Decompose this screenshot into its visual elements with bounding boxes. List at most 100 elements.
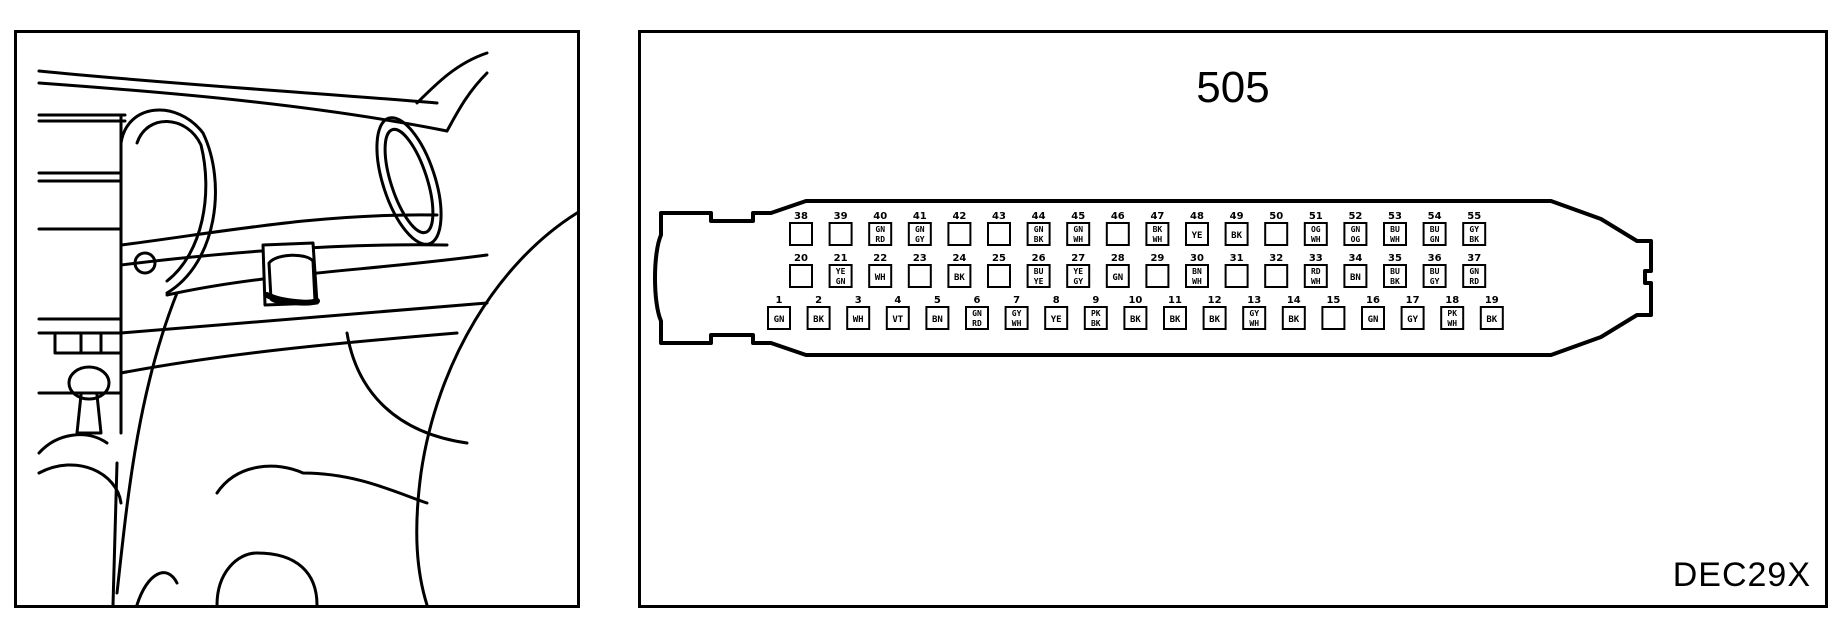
pin-cavity [1066, 222, 1091, 246]
pin-cavity [1383, 264, 1407, 288]
pin-cavity [846, 306, 871, 330]
wire-color-label: WH [875, 273, 886, 283]
pin-cavity [1145, 222, 1170, 246]
wire-color-label: PK [1091, 309, 1101, 318]
pin-number-label: 27 [1071, 253, 1085, 264]
pin-cavity [987, 264, 1011, 288]
pin-number-label: 47 [1150, 211, 1164, 222]
wire-color-label: GN [1351, 225, 1361, 234]
pin-number-label: 49 [1230, 211, 1244, 222]
steering-column [345, 331, 469, 445]
pin-31: 31 [1224, 253, 1249, 288]
wire-color-label: BN [1192, 267, 1202, 276]
pin-cavity [789, 222, 813, 246]
pin-5: 5BN [925, 295, 950, 330]
pin-number-label: 10 [1128, 295, 1142, 306]
pin-8: 8YE [1044, 295, 1069, 330]
pin-number-label: 15 [1326, 295, 1340, 306]
wire-color-label: GN [836, 277, 846, 286]
wire-color-label: BK [1390, 277, 1400, 286]
wire-color-label: GY [1407, 315, 1418, 325]
pin-number-label: 19 [1485, 295, 1499, 306]
pin-number-label: 18 [1445, 295, 1459, 306]
pin-cavity [1343, 264, 1368, 288]
pin-cavity [1422, 222, 1447, 246]
pin-number-label: 26 [1032, 253, 1046, 264]
pin-number-label: 23 [913, 253, 927, 264]
wire-color-label: BN [932, 315, 943, 325]
connector-housing-outline [653, 199, 1653, 357]
pin-cavity [1242, 306, 1267, 330]
steering-wheel-rim [415, 211, 577, 605]
pin-46: 46 [1105, 211, 1130, 246]
wire-color-label: BK [1091, 319, 1101, 328]
pin-number-label: 4 [894, 295, 901, 306]
wire-color-label: YE [1051, 315, 1062, 325]
pin-cavity [907, 264, 932, 288]
wire-color-label: GN [1469, 267, 1479, 276]
wire-color-label: VT [892, 315, 903, 325]
pin-29: 29 [1145, 253, 1170, 288]
pin-cavity [868, 264, 893, 288]
wire-color-label: RD [972, 319, 982, 328]
location-illustration-panel [14, 30, 580, 608]
pin-number-label: 12 [1208, 295, 1222, 306]
pin-cavity [1026, 222, 1051, 246]
pin-number-label: 6 [974, 295, 981, 306]
pin-cavity [1343, 222, 1368, 246]
wire-color-label: RD [875, 235, 885, 244]
pin-number-label: 11 [1168, 295, 1182, 306]
wire-color-label: GY [1469, 225, 1479, 234]
pin-number-label: 40 [873, 211, 887, 222]
wire-color-label: YE [836, 267, 846, 276]
pin-cavity [1264, 264, 1289, 288]
air-vent-inner [383, 127, 435, 235]
pin-number-label: 45 [1071, 211, 1085, 222]
pin-3: 3WH [846, 295, 871, 330]
pin-cavity [1383, 222, 1407, 246]
pin-25: 25 [987, 253, 1011, 288]
wire-color-label: BU [1034, 267, 1044, 276]
wire-color-label: RD [1469, 277, 1479, 286]
pin-cavity [1479, 306, 1504, 330]
wire-color-label: WH [1249, 319, 1259, 328]
wire-color-label: BK [813, 315, 824, 325]
pin-1: 1GN [767, 295, 791, 330]
pin-39: 39 [828, 211, 853, 246]
pin-number-label: 3 [855, 295, 862, 306]
pin-number-label: 37 [1467, 253, 1481, 264]
pin-43: 43 [987, 211, 1011, 246]
pin-cavity [1224, 222, 1249, 246]
pin-number-label: 39 [834, 211, 848, 222]
pin-cavity [1185, 264, 1209, 288]
dash-lower-line-2 [119, 331, 459, 375]
wire-color-label: OG [1311, 225, 1321, 234]
pin-2: 2BK [806, 295, 831, 330]
pin-cavity [1044, 306, 1069, 330]
pin-cavity [789, 264, 813, 288]
pin-cavity [1163, 306, 1187, 330]
pin-cavity [987, 222, 1011, 246]
dash-top-edge-inner [37, 81, 449, 133]
wire-color-label: RD [1311, 267, 1321, 276]
dash-mid-line-2 [165, 253, 489, 297]
dash-mid-line [119, 213, 439, 247]
wire-color-label: BU [1390, 225, 1400, 234]
pin-number-label: 53 [1388, 211, 1402, 222]
